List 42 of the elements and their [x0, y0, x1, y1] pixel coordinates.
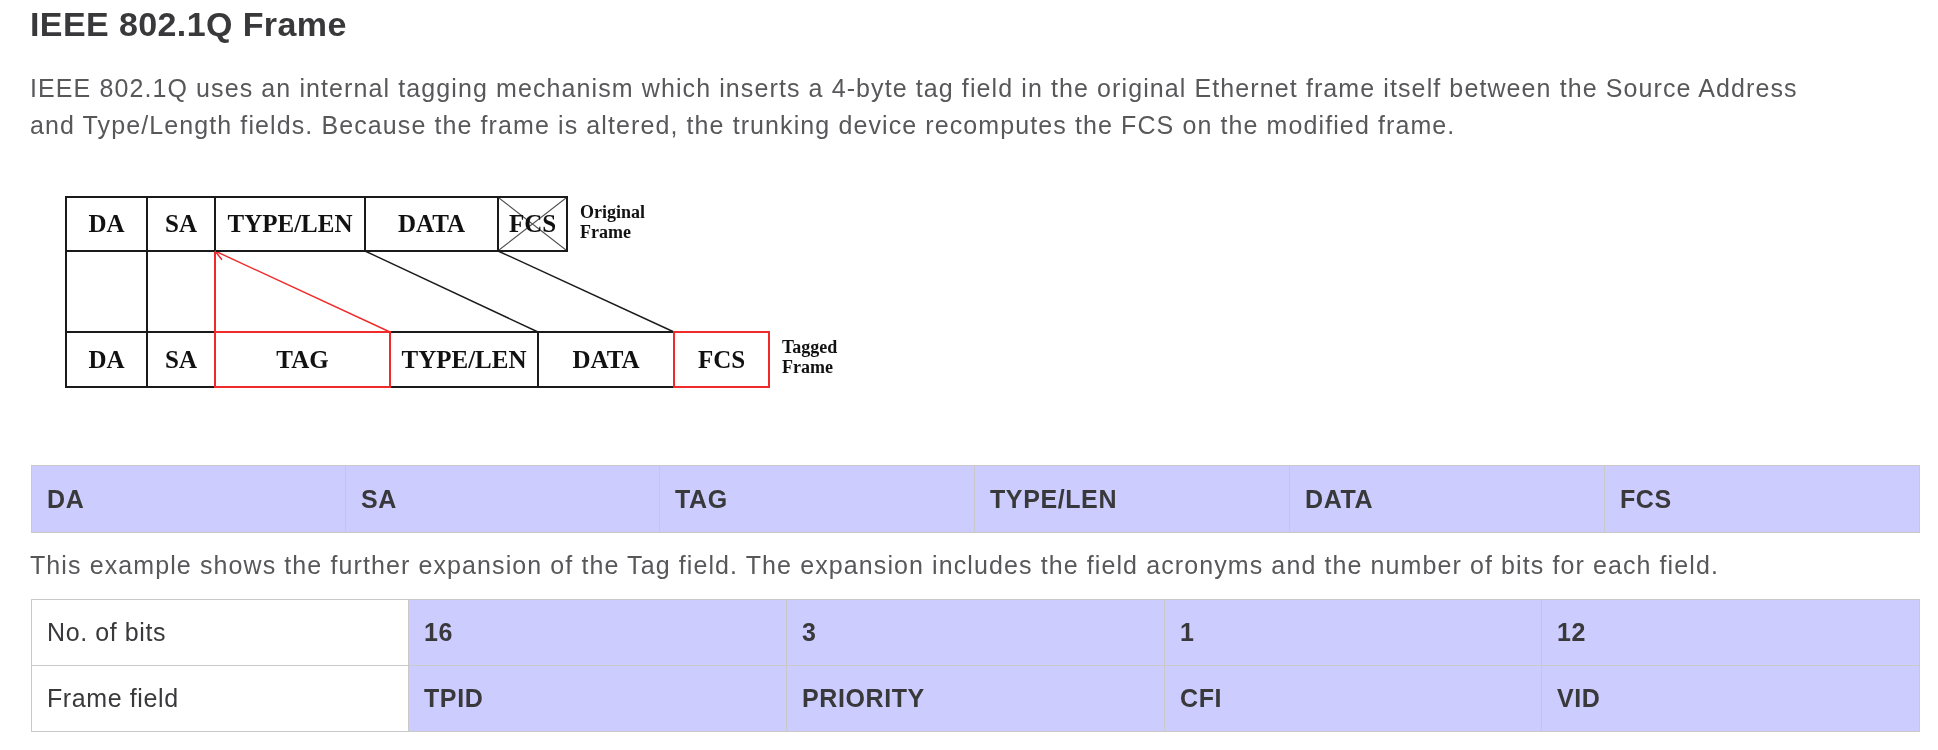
field-acronym-cell: PRIORITY: [786, 665, 1165, 732]
field-label: DATA: [397, 210, 466, 238]
field-name-cell: DA: [31, 465, 346, 533]
tag-field: [673, 331, 770, 388]
field-acronym-cell: VID: [1541, 665, 1920, 732]
field-label: DA: [88, 345, 125, 374]
field-label: DA: [88, 210, 125, 238]
field-name-cell: FCS: [1604, 465, 1920, 533]
bit-count-cell: 1: [1164, 599, 1542, 666]
field-acronym-cell: TPID: [408, 665, 787, 732]
field-label: TYPE/LEN: [401, 345, 527, 374]
connector-line: [364, 250, 539, 333]
bit-count-cell: 3: [786, 599, 1165, 666]
field-label: TAG: [276, 345, 329, 374]
frame-field: [364, 196, 499, 252]
field-label: FCS: [697, 345, 746, 374]
frame-caption: Original Frame: [580, 202, 646, 242]
field-name-cell: TAG: [659, 465, 975, 533]
frame-caption: Tagged Frame: [782, 337, 839, 377]
field-name-cell: TYPE/LEN: [974, 465, 1290, 533]
intro-paragraph: IEEE 802.1Q uses an internal tagging mechanism which inserts a 4-byte tag field in the original Ethernet frame itself between the Source Address and Type/Length fields. Because the frame is altered, the trunking device recomputes the FCS on the modified frame.: [30, 73, 1799, 141]
connector-line: [497, 250, 675, 333]
field-label: DATA: [572, 345, 640, 374]
field-acronym-cell: CFI: [1164, 665, 1542, 732]
frame-field: [537, 331, 675, 388]
tag-field: [214, 331, 391, 388]
frame-field: [389, 331, 539, 388]
description-paragraph: This example shows the further expansion of the Tag field. The expansion includes the field acronyms and the number of bits for each field.: [30, 550, 1720, 581]
row-header-cell: No. of bits: [31, 599, 409, 666]
frame-field: [65, 331, 148, 388]
page-title: IEEE 802.1Q Frame: [30, 4, 347, 44]
field-name-cell: SA: [345, 465, 660, 533]
field-name-cell: DATA: [1289, 465, 1605, 533]
bit-count-cell: 12: [1541, 599, 1920, 666]
frame-field: [65, 196, 148, 252]
frame-field: [214, 196, 366, 252]
field-label: TYPE/LEN: [227, 210, 353, 238]
field-label: SA: [165, 210, 197, 238]
arrow: [214, 249, 391, 333]
bit-count-cell: 16: [408, 599, 787, 666]
field-label: SA: [165, 345, 197, 374]
row-header-cell: Frame field: [31, 665, 409, 732]
